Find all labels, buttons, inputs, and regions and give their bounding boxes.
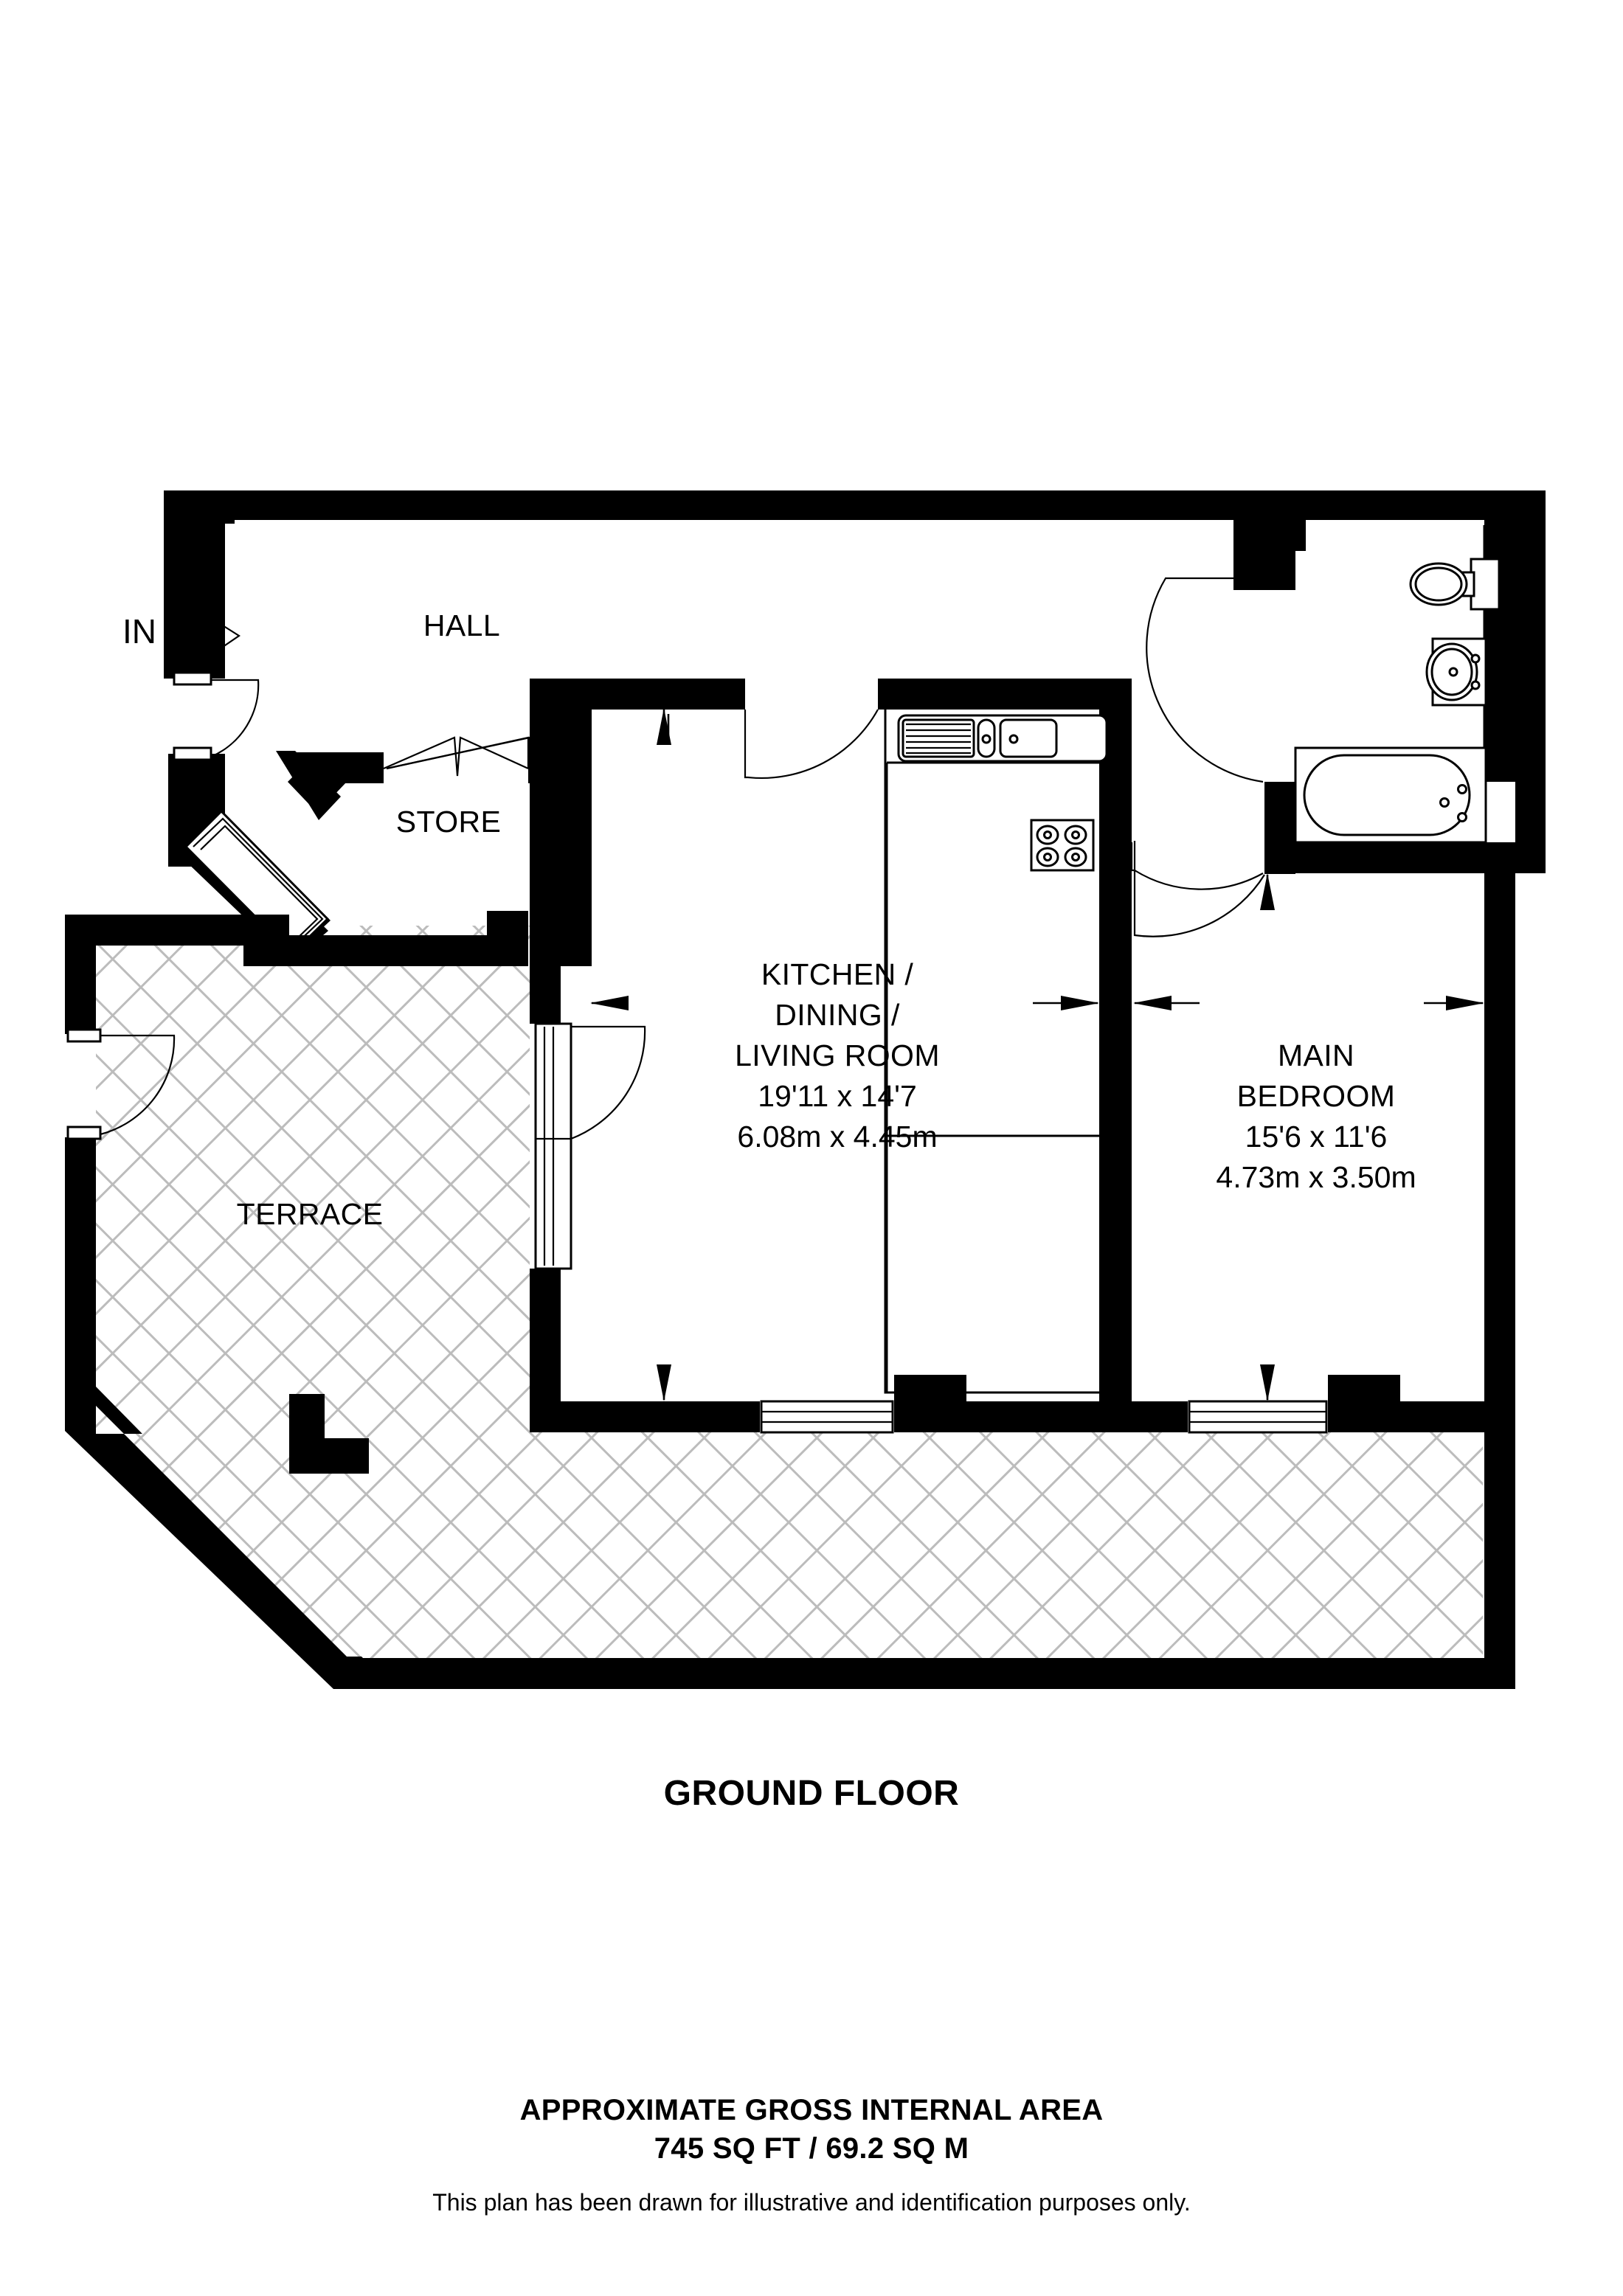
room-dim-kitchen-imperial: 19'11 x 14'7 — [758, 1079, 917, 1113]
room-label-kitchen-line-2: DINING / — [775, 998, 900, 1032]
dim-arrow-bedroom-top — [1260, 873, 1275, 910]
room-label-hall: HALL — [423, 608, 500, 642]
arrow-right-icon — [174, 617, 241, 657]
dim-arrow-bedroom-left — [1133, 996, 1200, 1010]
sink-icon — [897, 714, 1108, 763]
door-terrace-patio — [534, 1022, 646, 1270]
dim-arrow-kitchen-bottom — [657, 1364, 671, 1401]
room-labels: HALL STORE TERRACE KITCHEN / DINING / LI… — [237, 608, 1416, 1231]
room-label-store: STORE — [396, 805, 502, 839]
dim-arrow-bedroom-bottom — [1260, 1364, 1275, 1401]
disclaimer-text: This plan has been drawn for illustrativ… — [432, 2189, 1191, 2216]
area-value: 745 SQ FT / 69.2 SQ M — [654, 2132, 969, 2165]
dim-arrow-bedroom-right — [1424, 996, 1484, 1010]
dim-arrow-kitchen-left — [590, 996, 629, 1010]
entry-marker: IN — [122, 612, 241, 657]
room-dim-kitchen-metric: 6.08m x 4.45m — [737, 1120, 937, 1154]
window-bedroom — [1188, 1400, 1328, 1434]
floor-title: GROUND FLOOR — [663, 1774, 960, 1813]
room-label-kitchen-line-1: KITCHEN / — [761, 957, 914, 991]
room-label-terrace: TERRACE — [237, 1197, 384, 1231]
room-label-main-bedroom: MAIN BEDROOM 15'6 x 11'6 4.73m x 3.50m — [1216, 1038, 1416, 1194]
bathtub-icon — [1294, 746, 1487, 844]
door-store-double — [383, 736, 531, 777]
washbasin-icon — [1425, 637, 1487, 707]
bathroom-fittings — [1294, 525, 1501, 844]
toilet-icon — [1409, 558, 1501, 611]
room-label-bedroom-line-2: BEDROOM — [1237, 1079, 1396, 1113]
area-heading: APPROXIMATE GROSS INTERNAL AREA — [519, 2094, 1104, 2126]
terrace-lower-hatch — [96, 1406, 1483, 1657]
dimension-arrows — [590, 708, 1484, 1401]
doors — [66, 577, 1328, 1434]
door-kitchen — [744, 709, 879, 780]
terrace-planter — [289, 1394, 369, 1474]
dim-arrow-kitchen-right — [1033, 996, 1099, 1010]
room-dim-bedroom-imperial: 15'6 x 11'6 — [1245, 1120, 1388, 1154]
door-bedroom — [1130, 841, 1265, 937]
window-kitchen — [760, 1400, 894, 1434]
entry-label: IN — [122, 612, 156, 651]
room-label-kitchen-dining-living: KITCHEN / DINING / LIVING ROOM 19'11 x 1… — [735, 957, 940, 1154]
walls — [65, 490, 1546, 1689]
door-terrace-left — [66, 1028, 176, 1140]
door-entrance — [173, 671, 260, 761]
door-wc — [1146, 577, 1264, 783]
area-summary: APPROXIMATE GROSS INTERNAL AREA 745 SQ F… — [0, 2091, 1623, 2168]
room-label-bedroom-line-1: MAIN — [1278, 1038, 1354, 1072]
hob-icon — [1030, 819, 1095, 872]
room-dim-bedroom-metric: 4.73m x 3.50m — [1216, 1160, 1416, 1194]
room-label-kitchen-line-3: LIVING ROOM — [735, 1038, 940, 1072]
kitchen-fittings — [884, 710, 1108, 1394]
